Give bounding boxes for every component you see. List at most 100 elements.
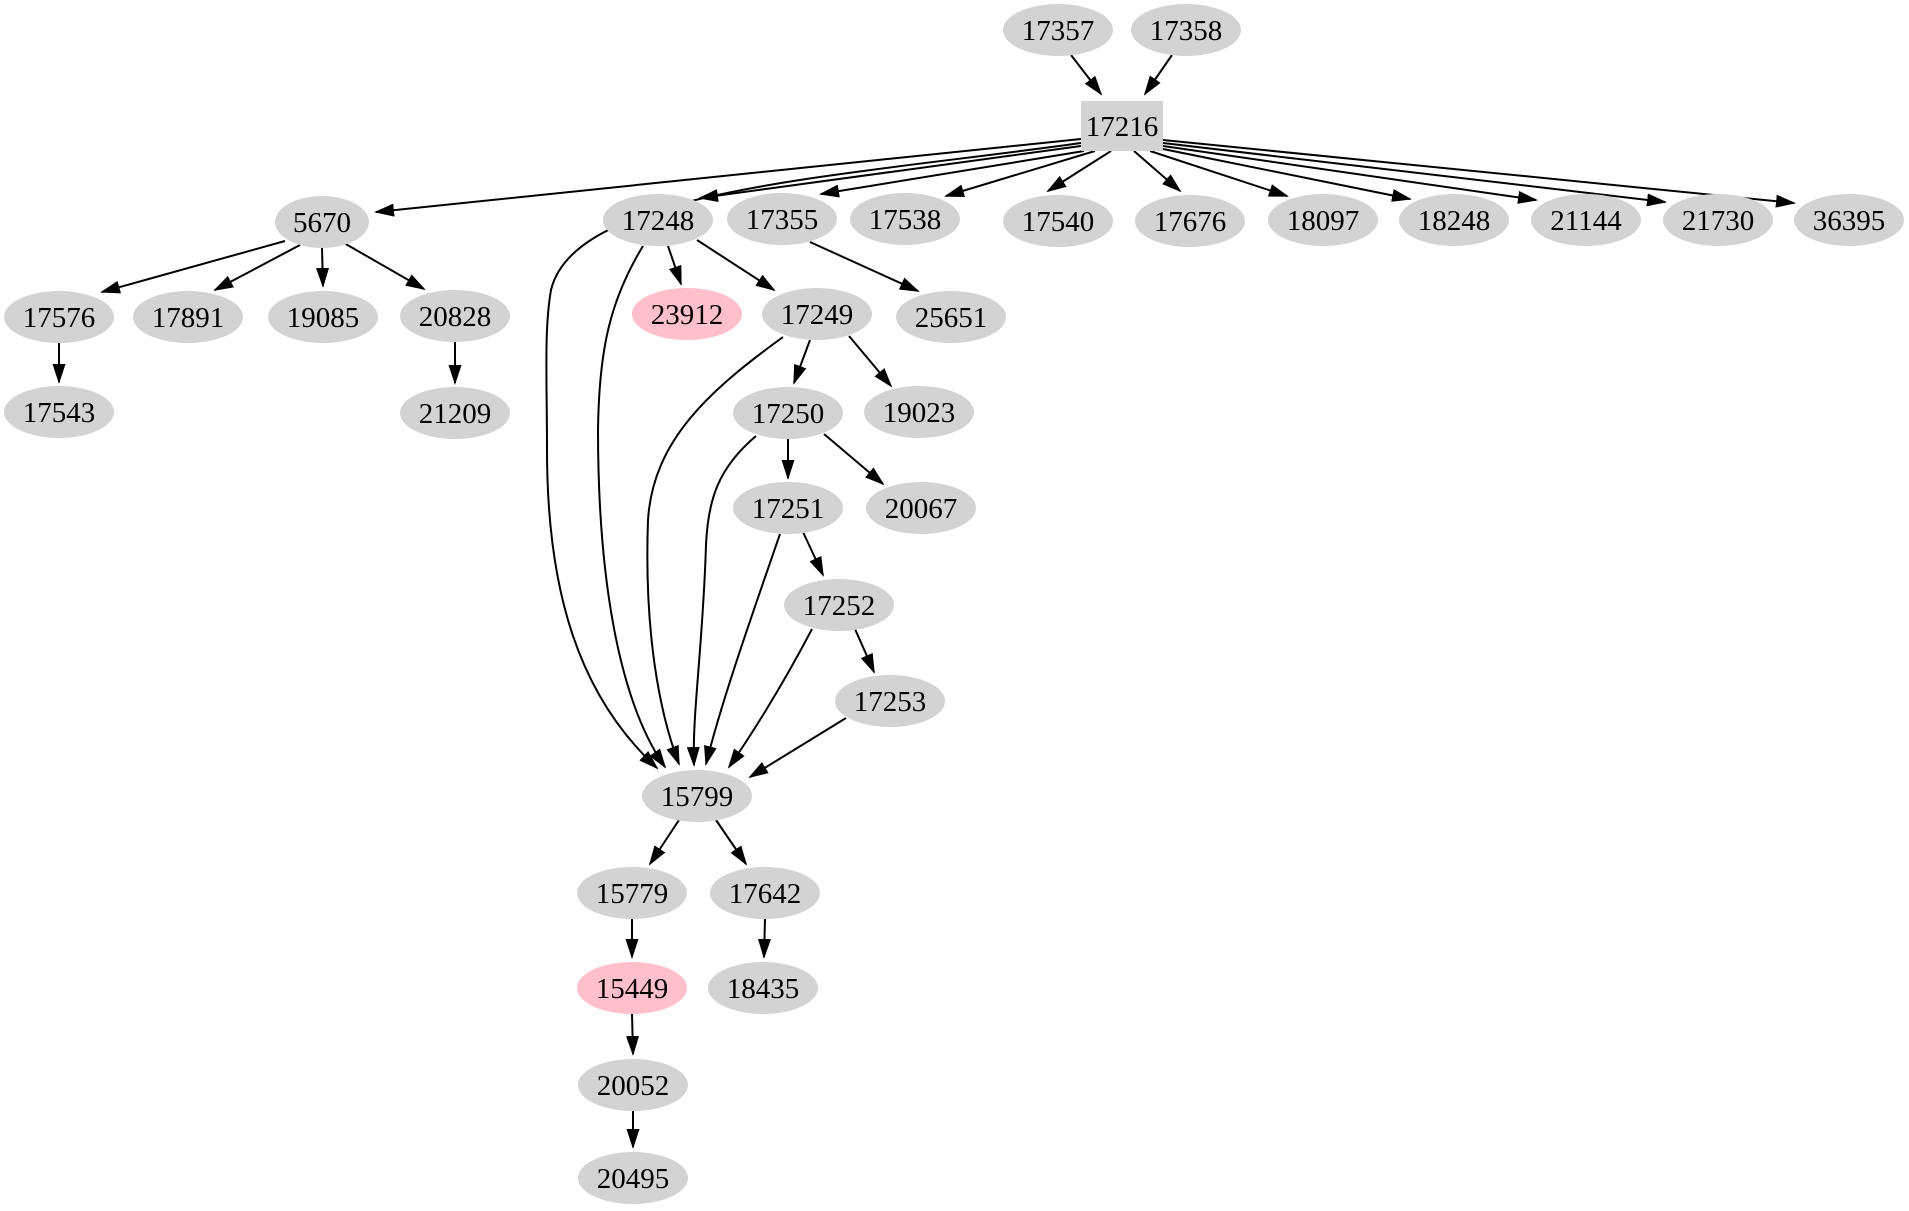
node-ellipse-shape [275, 196, 369, 248]
edge-17216-17676 [1133, 150, 1182, 193]
node-ellipse-shape [632, 288, 742, 340]
edge-5670-20828 [343, 242, 426, 290]
edge-17355-25651 [809, 241, 920, 292]
node-20067: 20067 [866, 482, 976, 534]
node-ellipse-shape [1268, 194, 1378, 246]
edge-17249-19023 [848, 335, 893, 388]
node-17216: 17216 [1081, 101, 1163, 151]
edge-15799-15779 [648, 819, 680, 866]
node-ellipse-shape [896, 291, 1006, 343]
node-label: 5670 [293, 207, 351, 239]
node-ellipse-shape [1399, 194, 1509, 246]
node-17540: 17540 [1003, 195, 1113, 247]
node-ellipse-shape [642, 770, 752, 822]
edge-5670-19085 [316, 247, 330, 288]
node-20828: 20828 [400, 290, 510, 342]
node-label: 17248 [622, 205, 695, 237]
edge-17216-21144 [1162, 145, 1538, 204]
edge-17216-18248 [1162, 148, 1412, 202]
node-23912: 23912 [632, 288, 742, 340]
node-15799: 15799 [642, 770, 752, 822]
node-17676: 17676 [1135, 195, 1245, 247]
node-ellipse-shape [1003, 4, 1113, 56]
node-label: 17538 [869, 204, 942, 236]
node-ellipse-shape [268, 291, 378, 343]
node-label: 15779 [596, 878, 669, 910]
node-label: 36395 [1813, 205, 1886, 237]
node-label: 23912 [651, 299, 724, 331]
node-18248: 18248 [1399, 194, 1509, 246]
node-17538: 17538 [850, 193, 960, 245]
node-label: 20495 [597, 1163, 670, 1195]
node-20052: 20052 [578, 1059, 688, 1111]
node-label: 17250 [752, 398, 825, 430]
node-17891: 17891 [133, 291, 243, 343]
node-21144: 21144 [1531, 194, 1641, 246]
edge-17250-20067 [823, 433, 885, 486]
node-label: 18435 [727, 973, 800, 1005]
node-ellipse-shape [577, 867, 687, 919]
node-17249: 17249 [762, 288, 872, 340]
node-label: 17357 [1022, 15, 1095, 47]
node-label: 17543 [23, 397, 96, 429]
node-ellipse-shape [733, 387, 843, 439]
node-ellipse-shape [866, 482, 976, 534]
edge-17216-18097 [1149, 150, 1289, 197]
edge-17216-5670 [374, 138, 1082, 217]
edge-17358-17216 [1143, 54, 1173, 96]
node-label: 17540 [1022, 206, 1095, 238]
node-label: 17642 [729, 878, 802, 910]
node-ellipse-shape [578, 1152, 688, 1204]
node-label: 20052 [597, 1070, 670, 1102]
node-label: 18097 [1287, 205, 1360, 237]
node-ellipse-shape [603, 194, 713, 246]
node-label: 17358 [1150, 15, 1223, 47]
node-19023: 19023 [864, 386, 974, 438]
edge-17642-18435 [757, 918, 771, 959]
node-label: 21209 [419, 398, 492, 430]
node-17358: 17358 [1131, 4, 1241, 56]
node-label: 19023 [883, 397, 956, 429]
node-15449: 15449 [577, 962, 687, 1014]
node-17642: 17642 [710, 867, 820, 919]
edge-17252-17253 [854, 628, 875, 674]
node-17253: 17253 [835, 675, 945, 727]
node-ellipse-shape [784, 579, 894, 631]
node-ellipse-shape [733, 482, 843, 534]
edge-15449-20052 [626, 1013, 640, 1056]
node-ellipse-shape [1531, 194, 1641, 246]
node-17251: 17251 [733, 482, 843, 534]
node-5670: 5670 [275, 196, 369, 248]
node-label: 15449 [596, 973, 669, 1005]
node-ellipse-shape [400, 387, 510, 439]
node-label: 21730 [1682, 205, 1755, 237]
edge-5670-17891 [213, 244, 301, 291]
edge-17216-17355 [819, 150, 1085, 198]
node-17250: 17250 [733, 387, 843, 439]
edge-17249-17250 [793, 339, 811, 385]
node-17543: 17543 [4, 386, 114, 438]
node-20495: 20495 [578, 1152, 688, 1204]
node-label: 17249 [781, 299, 854, 331]
edge-17249-15799 [646, 336, 784, 766]
edge-17253-15799 [748, 717, 847, 779]
node-25651: 25651 [896, 291, 1006, 343]
node-21730: 21730 [1663, 194, 1773, 246]
node-label: 20828 [419, 301, 492, 333]
node-18097: 18097 [1268, 194, 1378, 246]
edge-5670-17576 [100, 240, 286, 294]
edge-17216-36395 [1162, 139, 1796, 208]
node-ellipse-shape [762, 288, 872, 340]
edge-17248-15799 [596, 245, 667, 769]
node-ellipse-shape [1663, 194, 1773, 246]
edge-17216-15799 [545, 142, 1082, 770]
node-label: 15799 [661, 781, 734, 813]
node-18435: 18435 [708, 962, 818, 1014]
node-ellipse-shape [400, 290, 510, 342]
node-box-shape [1081, 101, 1163, 151]
node-ellipse-shape [710, 867, 820, 919]
node-label: 17676 [1154, 206, 1227, 238]
